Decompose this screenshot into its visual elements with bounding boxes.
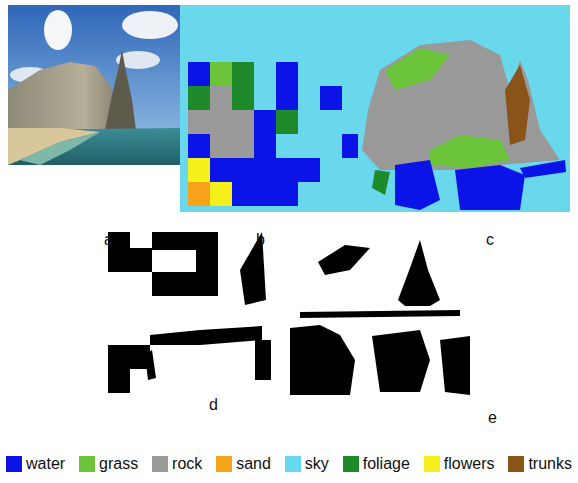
legend-text: grass	[99, 455, 138, 473]
legend-text: foliage	[363, 455, 410, 473]
legend-swatch	[79, 456, 95, 472]
panel-letter: b	[256, 232, 265, 248]
legend-item: flowers	[424, 455, 495, 473]
photo	[8, 5, 180, 165]
legend-text: rock	[172, 455, 202, 473]
legend-item: grass	[79, 455, 138, 473]
panel-letter: a	[104, 232, 113, 248]
region-labelling	[358, 5, 570, 212]
panel-letter: c	[486, 232, 494, 248]
panel-letter: e	[488, 410, 497, 426]
legend-swatch	[6, 456, 22, 472]
legend-item: trunks	[508, 455, 572, 473]
legend-item: sky	[285, 455, 329, 473]
legend-item: water	[6, 455, 65, 473]
legend-swatch	[424, 456, 440, 472]
legend-swatch	[285, 456, 301, 472]
binary-mask	[285, 240, 470, 400]
binary-mask	[100, 230, 275, 395]
grid-labelling	[180, 5, 358, 212]
legend-swatch	[343, 456, 359, 472]
legend-text: water	[26, 455, 65, 473]
legend-text: sand	[236, 455, 271, 473]
legend-item: rock	[152, 455, 202, 473]
legend: water grass rock sand sky foliage flowers trunk…	[6, 452, 572, 476]
legend-item: sand	[216, 455, 271, 473]
legend-swatch	[216, 456, 232, 472]
legend-text: flowers	[444, 455, 495, 473]
legend-swatch	[152, 456, 168, 472]
panel-letter: d	[209, 397, 218, 413]
legend-text: trunks	[528, 455, 572, 473]
legend-text: sky	[305, 455, 329, 473]
legend-item: foliage	[343, 455, 410, 473]
legend-swatch	[508, 456, 524, 472]
